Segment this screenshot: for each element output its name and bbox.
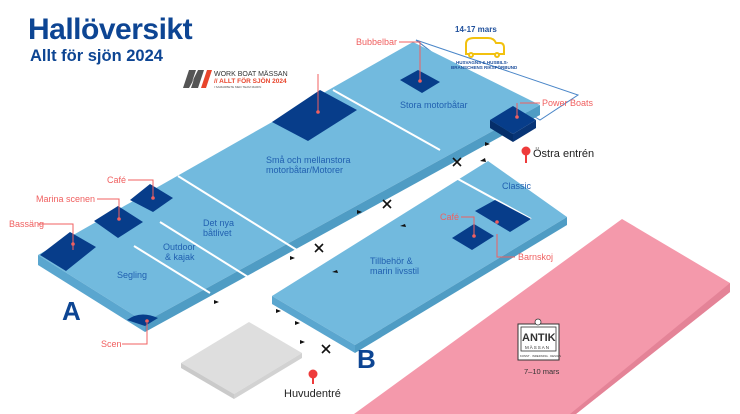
area-sma-line2: motorbåtar/Motorer bbox=[266, 165, 343, 175]
poi-cafe-a: Café bbox=[107, 175, 126, 185]
area-stora: Stora motorbåtar bbox=[400, 100, 468, 110]
svg-text:KONST · INREDNING · DESIGN: KONST · INREDNING · DESIGN bbox=[520, 354, 561, 358]
cross-icon bbox=[314, 243, 324, 253]
booth-marina-scenen[interactable] bbox=[94, 206, 143, 238]
cross-icon bbox=[452, 157, 462, 167]
crossing-markers bbox=[314, 157, 462, 354]
poi-bassang: Bassäng bbox=[9, 219, 44, 229]
svg-text:HUSVAGNS & HUSBILS-: HUSVAGNS & HUSBILS- bbox=[456, 60, 509, 65]
poi-barnskoj: Barnskoj bbox=[518, 252, 553, 262]
camper-van-icon bbox=[465, 37, 505, 58]
page-subtitle: Allt för sjön 2024 bbox=[30, 47, 163, 65]
antik-dates: 7–10 mars bbox=[524, 367, 560, 376]
entrance-east-label: Östra entrén bbox=[533, 148, 594, 160]
poi-marina-scenen: Marina scenen bbox=[36, 194, 95, 204]
map-pin-icon bbox=[308, 369, 318, 379]
svg-text:14-17 mars: 14-17 mars bbox=[455, 25, 497, 34]
svg-text:MÄSSAN: MÄSSAN bbox=[525, 344, 550, 350]
antik-logo: ANTIK MÄSSAN KONST · INREDNING · DESIGN … bbox=[517, 318, 561, 376]
page-title: Hallöversikt bbox=[28, 13, 193, 46]
svg-text:// ALLT FÖR SJÖN 2024: // ALLT FÖR SJÖN 2024 bbox=[214, 76, 287, 85]
cross-icon bbox=[382, 199, 392, 209]
area-outdoor-line1: Outdoor bbox=[163, 242, 196, 252]
door-markers bbox=[214, 142, 490, 344]
poi-bubbelbar: Bubbelbar bbox=[356, 37, 397, 47]
poi-cafe-b: Café bbox=[440, 212, 459, 222]
booth-barnskoj[interactable] bbox=[475, 200, 531, 232]
entrance-building bbox=[181, 322, 302, 399]
area-tillbehor-line1: Tillbehör & bbox=[370, 256, 413, 266]
hall-antik-side bbox=[570, 283, 730, 414]
workboat-logo: WORK BOAT MÄSSAN // ALLT FÖR SJÖN 2024 I… bbox=[183, 70, 288, 89]
area-classic: Classic bbox=[502, 181, 532, 191]
husvagn-logo: 14-17 mars HUSVAGNS & HUSBILS- BRANSCHEN… bbox=[451, 25, 518, 70]
hall-a-top bbox=[38, 42, 540, 322]
cross-icon bbox=[321, 344, 331, 354]
area-nya-line2: båtlivet bbox=[203, 228, 232, 238]
area-tillbehor-line2: marin livsstil bbox=[370, 266, 419, 276]
svg-text:WORK BOAT MÄSSAN: WORK BOAT MÄSSAN bbox=[214, 70, 288, 78]
map-pin-icon bbox=[521, 146, 531, 156]
entrance-main-label: Huvudentré bbox=[284, 388, 341, 400]
area-outdoor-line2: & kajak bbox=[165, 252, 195, 262]
hall-antik[interactable] bbox=[354, 219, 730, 414]
booth-bassang[interactable] bbox=[40, 232, 96, 271]
area-segling: Segling bbox=[117, 270, 147, 280]
poi-power-boats: Power Boats bbox=[542, 98, 594, 108]
poi-scen: Scen bbox=[101, 339, 122, 349]
booth-workboat[interactable] bbox=[272, 90, 357, 141]
svg-text:BRANSCHENS RIKSFÖRBUND: BRANSCHENS RIKSFÖRBUND bbox=[451, 64, 518, 70]
booth-scen[interactable] bbox=[127, 314, 158, 326]
hall-b-letter: B bbox=[357, 344, 376, 374]
entrance-east[interactable]: Östra entrén bbox=[521, 146, 595, 164]
area-sma-line1: Små och mellanstora bbox=[266, 155, 351, 165]
svg-text:I SAMARBETE MED TEAM MARIN: I SAMARBETE MED TEAM MARIN bbox=[214, 85, 261, 89]
hall-a-letter: A bbox=[62, 296, 81, 326]
area-nya-line1: Det nya bbox=[203, 218, 234, 228]
svg-text:ANTIK: ANTIK bbox=[522, 332, 556, 344]
workboat-w-icon bbox=[183, 70, 204, 88]
entrance-main[interactable]: Huvudentré bbox=[284, 369, 341, 401]
